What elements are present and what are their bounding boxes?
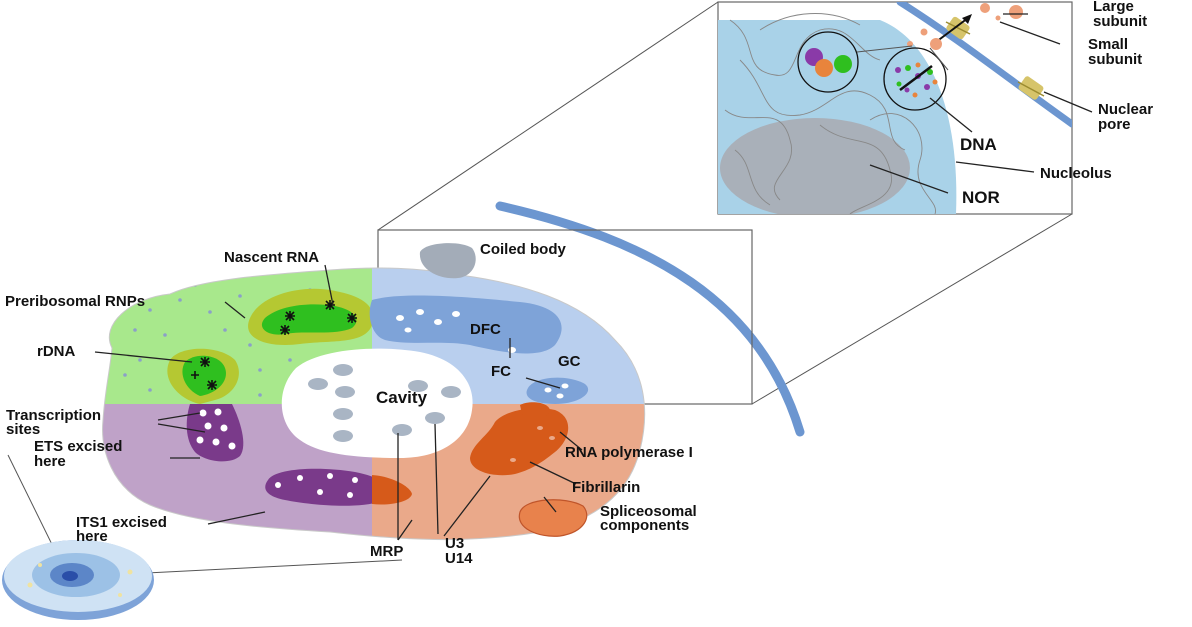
cavity: [281, 348, 473, 458]
label-its1-excised-2: here: [76, 528, 108, 545]
dna-zoom-circle-1: [797, 31, 859, 93]
label-ets-excised-2: here: [34, 453, 66, 470]
label-dfc: DFC: [470, 321, 501, 338]
chromatin-fibers: [724, 13, 936, 214]
its1-region: [265, 468, 391, 506]
label-ets-excised-1: ETS excised: [34, 438, 122, 455]
label-transcription-sites-1: Transcription: [6, 407, 101, 424]
cavity-granules: [308, 364, 461, 442]
nuclear-pore-upper: [945, 16, 971, 40]
label-cavity: Cavity: [376, 388, 428, 407]
fc-region: [526, 377, 589, 404]
coiled-body: [419, 243, 476, 279]
transcription-site-dots: [196, 408, 236, 450]
label-large-subunit-2: subunit: [1093, 13, 1147, 30]
label-large-subunit-1: Large: [1093, 0, 1134, 15]
label-transcription-sites-2: sites: [6, 421, 40, 438]
label-rdna: rDNA: [37, 343, 76, 360]
nor-region: [720, 118, 910, 214]
nucleus-inset: [717, 1, 1093, 215]
label-mrp: MRP: [370, 543, 403, 560]
spliceosomal-blob: [518, 499, 588, 537]
label-u3: U3: [445, 535, 464, 552]
rna-polymerase-region: [470, 408, 569, 476]
nuclear-membrane-curve: [495, 201, 805, 437]
label-coiled-body: Coiled body: [480, 241, 566, 258]
label-small-subunit-1: Small: [1088, 36, 1128, 53]
dfc-dots: [396, 309, 516, 353]
nuclear-pore-lower: [1017, 76, 1045, 100]
label-gc: GC: [558, 353, 581, 370]
label-dna: DNA: [960, 135, 997, 154]
dna-zoom-circle-2: [883, 47, 947, 111]
ribosomal-subunits: [907, 3, 1023, 50]
label-nascent-rna: Nascent RNA: [224, 249, 319, 266]
nucleolus-outline: [102, 267, 646, 541]
label-preribosomal-rnps: Preribosomal RNPs: [5, 293, 145, 310]
label-rna-polymerase: RNA polymerase I: [565, 444, 693, 461]
cell-thumbnail: [2, 540, 154, 620]
labels: Large subunit Small subunit Nuclear pore…: [5, 0, 1153, 567]
label-spliceosomal-2: components: [600, 517, 689, 534]
label-spliceosomal-1: Spliceosomal: [600, 503, 697, 520]
nuclear-envelope: [896, 2, 1072, 128]
label-nuclear-pore-1: Nuclear: [1098, 101, 1153, 118]
label-nuclear-pore-2: pore: [1098, 116, 1131, 133]
label-fc: FC: [491, 363, 511, 380]
label-u14: U14: [445, 550, 473, 567]
label-fibrillarin: Fibrillarin: [572, 479, 640, 496]
label-nor: NOR: [962, 188, 1000, 207]
label-nucleolus: Nucleolus: [1040, 165, 1112, 182]
label-small-subunit-2: subunit: [1088, 51, 1142, 68]
label-its1-excised-1: ITS1 excised: [76, 514, 167, 531]
leader-lines: [94, 264, 583, 541]
transcription-spikes: [191, 300, 357, 390]
